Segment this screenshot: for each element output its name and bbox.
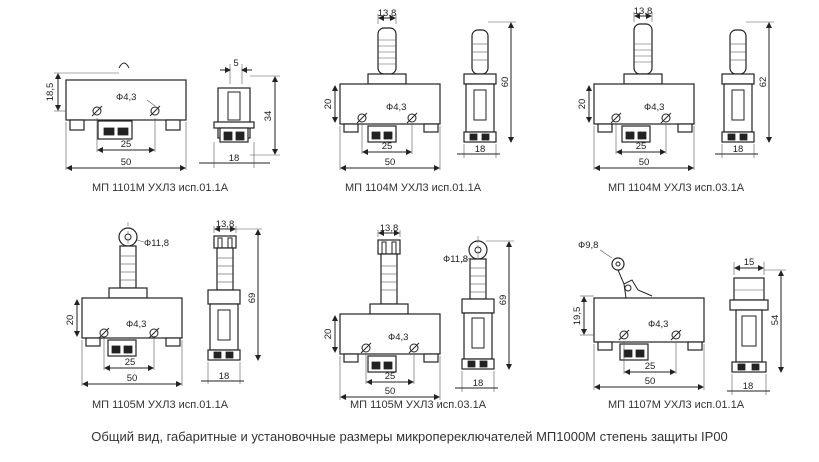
caption-2: МП 1104М УХЛ3 исп.01.1А — [345, 182, 482, 194]
front-view — [332, 14, 441, 171]
drawing-mp1105m-03: 13,8 20 Ф4,3 25 50 Ф11,8 6 — [323, 223, 514, 411]
dim-top: 13,8 — [380, 223, 399, 234]
front-view — [74, 222, 183, 387]
dim-width: 50 — [127, 373, 138, 384]
dim-height: 18,5 — [45, 83, 56, 102]
dim-width: 50 — [121, 157, 132, 168]
drawing-mp1101m: 18,5 Ф4,3 25 50 5 34 18 МП 1101М УХЛ3 ис… — [45, 58, 280, 194]
side-view — [201, 226, 262, 384]
front-view — [586, 12, 695, 171]
dim-width: 50 — [385, 157, 396, 168]
dim-side-width: 18 — [733, 144, 744, 155]
dim-side-width: 18 — [473, 378, 484, 389]
side-view — [727, 262, 786, 395]
caption-5: МП 1105М УХЛ3 исп.03.1А — [350, 399, 487, 411]
dim-top: 13,8 — [378, 8, 397, 19]
dim-spacing: 25 — [125, 357, 136, 368]
drawing-mp1107m: Ф9,8 19,5 Ф4,3 25 50 15 54 18 МП 1107М У… — [572, 240, 786, 411]
dim-side-top: 15 — [744, 257, 755, 268]
side-view — [455, 236, 514, 392]
front-view — [332, 230, 441, 400]
dim-hole: Ф4,3 — [648, 319, 668, 330]
dim-roller: Ф11,8 — [144, 238, 169, 249]
side-view — [457, 21, 516, 158]
dim-spacing: 25 — [382, 141, 393, 152]
dim-side-width: 18 — [219, 371, 230, 382]
dim-hole: Ф4,3 — [644, 102, 664, 113]
dim-side-height: 34 — [263, 111, 274, 122]
dim-hole: Ф4,3 — [386, 102, 406, 113]
dim-height: 20 — [577, 99, 588, 110]
drawing-mp1104m-01: 13,8 20 Ф4,3 25 50 60 18 МП 1104М УХЛ3 и… — [323, 8, 516, 194]
dim-side-height: 62 — [758, 77, 769, 88]
dim-side-width: 18 — [743, 381, 754, 392]
dim-width: 50 — [385, 386, 396, 397]
caption-4: МП 1105М УХЛ3 исп.01.1А — [92, 399, 229, 411]
dim-hole: Ф4,3 — [126, 319, 146, 330]
dim-height: 20 — [323, 99, 334, 110]
dim-side-top: 5 — [233, 58, 238, 69]
footer-caption: Общий вид, габаритные и установочные раз… — [91, 429, 728, 444]
dim-width: 50 — [645, 376, 656, 387]
dim-side-height: 69 — [498, 295, 509, 306]
caption-1: МП 1101М УХЛ3 исп.01.1А — [92, 182, 229, 194]
front-view — [580, 249, 705, 390]
dim-spacing: 25 — [636, 141, 647, 152]
caption-6: МП 1107М УХЛ3 исп.01.1А — [608, 399, 745, 411]
side-view — [199, 64, 280, 168]
dim-side-height: 60 — [500, 77, 511, 88]
dim-height: 19,5 — [572, 307, 583, 326]
caption-3: МП 1104М УХЛ3 исп.03.1А — [608, 182, 745, 194]
dim-side-width: 18 — [229, 153, 240, 164]
dim-height: 20 — [323, 329, 334, 340]
dim-side-height: 54 — [770, 315, 781, 326]
dim-spacing: 25 — [645, 361, 656, 372]
drawing-mp1104m-03: 13,8 20 Ф4,3 25 50 62 18 МП 1104М УХЛ3 и… — [577, 6, 774, 194]
dim-spacing: 25 — [385, 371, 396, 382]
dim-side-width: 18 — [475, 144, 486, 155]
side-view — [715, 21, 774, 158]
dim-side-height: 69 — [247, 293, 258, 304]
dim-height: 20 — [65, 315, 76, 326]
dim-roller: Ф9,8 — [578, 240, 598, 251]
dim-top: 13,8 — [634, 6, 653, 17]
dim-hole: Ф4,3 — [388, 332, 408, 343]
dim-top: 13,8 — [216, 219, 235, 230]
dim-width: 50 — [639, 157, 650, 168]
drawing-mp1105m-01: Ф11,8 20 Ф4,3 25 50 — [65, 219, 262, 411]
front-view — [54, 62, 187, 171]
dim-spacing: 25 — [121, 139, 132, 150]
dim-roller: Ф11,8 — [443, 254, 468, 265]
dim-hole: Ф4,3 — [116, 92, 136, 103]
